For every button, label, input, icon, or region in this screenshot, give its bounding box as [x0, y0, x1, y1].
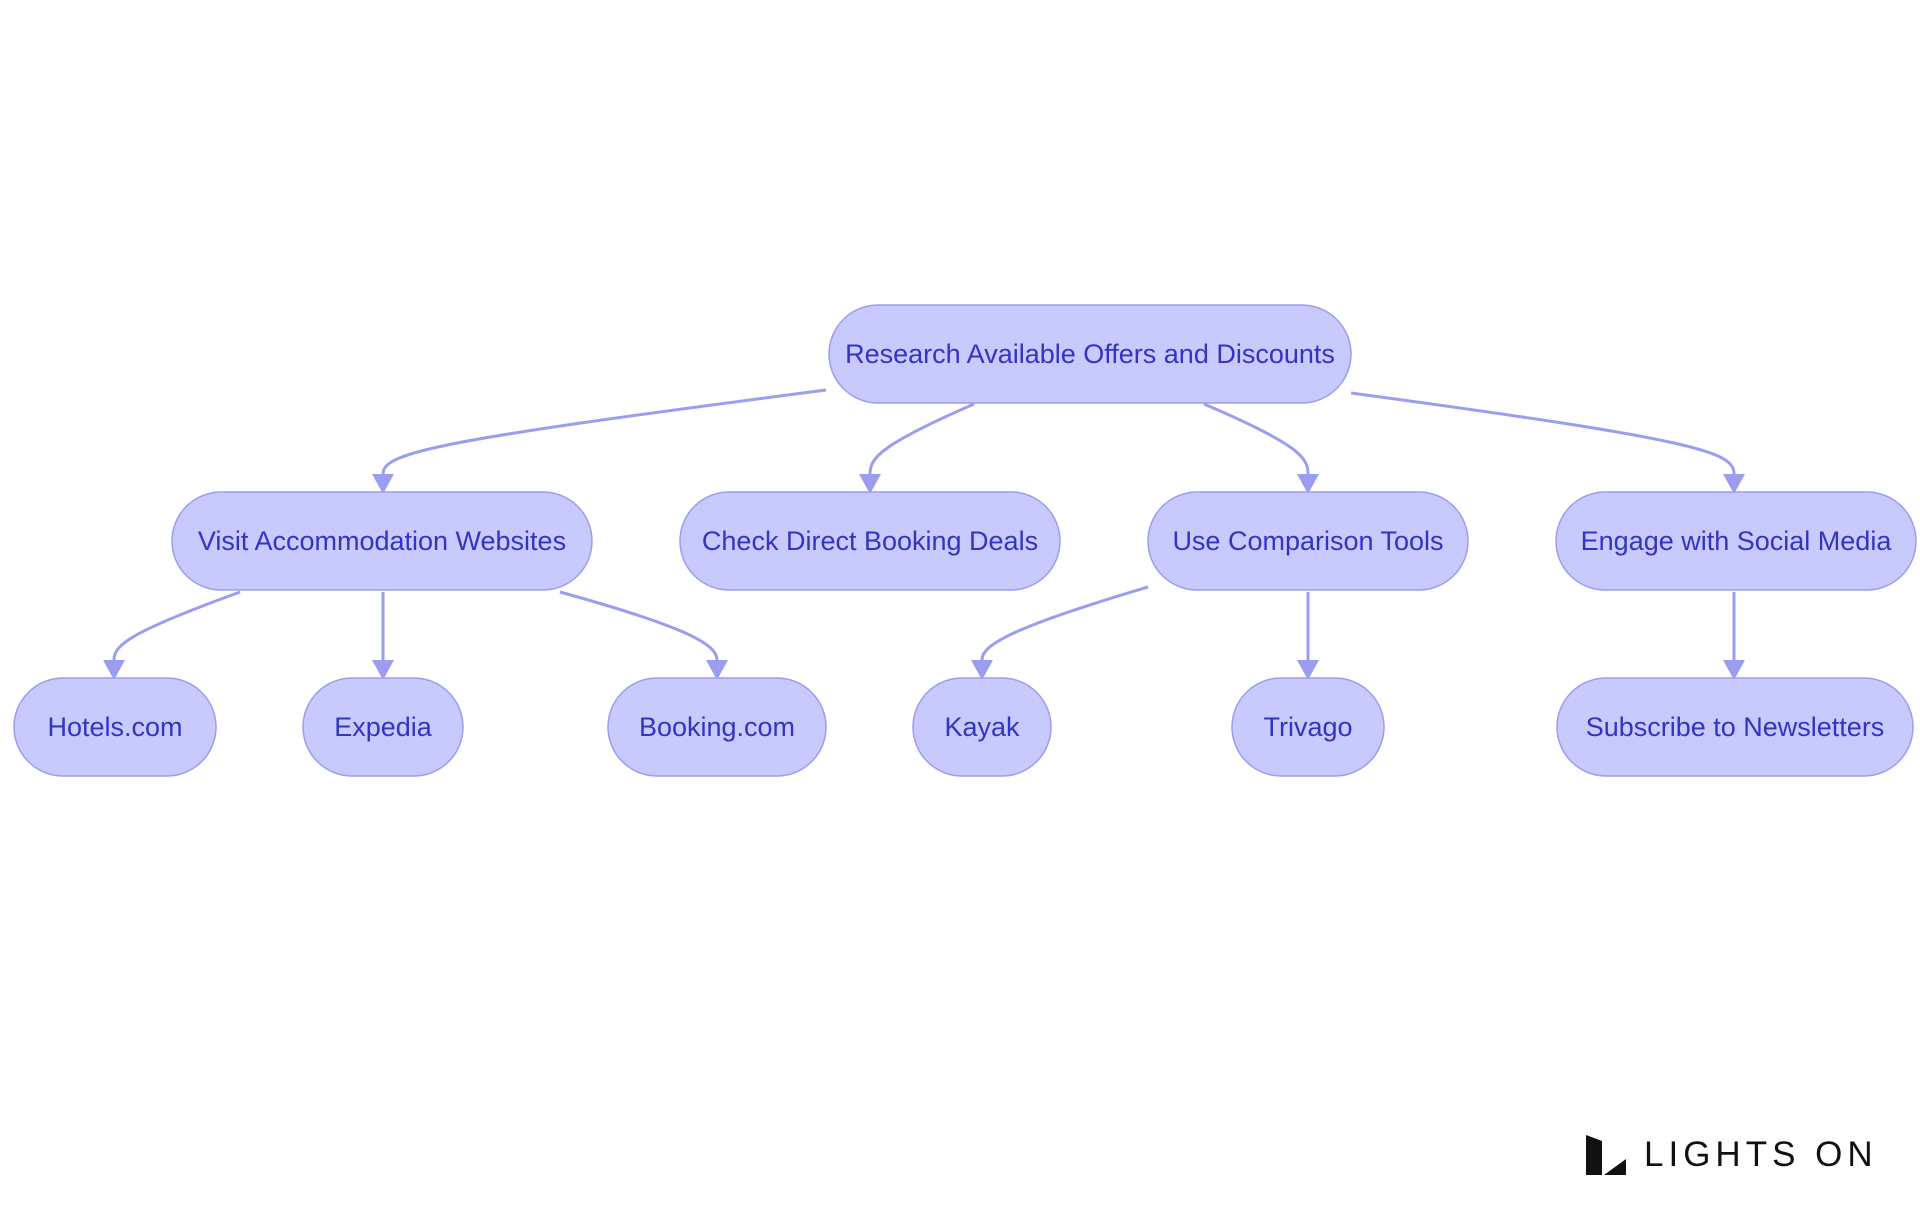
- arrow-head-icon: [103, 660, 125, 680]
- node-social: Engage with Social Media: [1555, 491, 1917, 591]
- arrow-head-icon: [1723, 660, 1745, 680]
- node-label: Kayak: [944, 712, 1020, 742]
- nodes-layer: Research Available Offers and DiscountsV…: [13, 304, 1917, 777]
- arrow-head-icon: [706, 660, 728, 680]
- node-label: Research Available Offers and Discounts: [845, 339, 1335, 369]
- arrow-head-icon: [372, 474, 394, 494]
- node-label: Expedia: [334, 712, 433, 742]
- node-shape: [302, 677, 464, 777]
- node-kayak: Kayak: [912, 677, 1052, 777]
- edge-line: [559, 590, 719, 661]
- edge-compare-to-trivago: [1297, 592, 1319, 680]
- node-shape: [912, 677, 1052, 777]
- node-label: Engage with Social Media: [1581, 526, 1893, 556]
- node-shape: [1556, 677, 1914, 777]
- edge-research-to-direct: [859, 402, 975, 494]
- edge-visit-to-expedia: [372, 592, 394, 680]
- edge-line: [381, 388, 827, 475]
- node-direct: Check Direct Booking Deals: [679, 491, 1061, 591]
- edges-layer: [103, 388, 1745, 680]
- edge-compare-to-kayak: [971, 585, 1149, 680]
- node-shape: [607, 677, 827, 777]
- node-shape: [1231, 677, 1385, 777]
- edge-line: [1350, 391, 1736, 475]
- lights-on-logo-icon: [1586, 1135, 1626, 1175]
- edge-research-to-compare: [1203, 402, 1319, 494]
- node-shape: [13, 677, 217, 777]
- arrow-head-icon: [971, 660, 993, 680]
- node-booking: Booking.com: [607, 677, 827, 777]
- brand-logo: LIGHTS ON: [1586, 1133, 1878, 1177]
- node-shape: [171, 491, 593, 591]
- edge-line: [980, 585, 1149, 661]
- node-label: Visit Accommodation Websites: [198, 526, 566, 556]
- node-label: Booking.com: [639, 712, 795, 742]
- node-label: Hotels.com: [47, 712, 182, 742]
- node-label: Trivago: [1263, 712, 1352, 742]
- arrow-head-icon: [859, 474, 881, 494]
- node-shape: [679, 491, 1061, 591]
- edge-visit-to-hotels: [103, 590, 241, 680]
- node-hotels: Hotels.com: [13, 677, 217, 777]
- arrow-head-icon: [1723, 474, 1745, 494]
- node-trivago: Trivago: [1231, 677, 1385, 777]
- edge-social-to-newsletters: [1723, 592, 1745, 680]
- edge-visit-to-booking: [559, 590, 728, 680]
- edge-research-to-social: [1350, 391, 1745, 494]
- node-compare: Use Comparison Tools: [1147, 491, 1469, 591]
- node-visit: Visit Accommodation Websites: [171, 491, 593, 591]
- edge-line: [1203, 402, 1310, 475]
- node-shape: [1555, 491, 1917, 591]
- edge-line: [112, 590, 241, 661]
- node-label: Use Comparison Tools: [1172, 526, 1443, 556]
- edge-research-to-visit: [372, 388, 827, 494]
- node-label: Subscribe to Newsletters: [1586, 712, 1885, 742]
- node-newsletters: Subscribe to Newsletters: [1556, 677, 1914, 777]
- edge-line: [868, 402, 975, 475]
- node-expedia: Expedia: [302, 677, 464, 777]
- node-shape: [1147, 491, 1469, 591]
- node-label: Check Direct Booking Deals: [702, 526, 1038, 556]
- node-research: Research Available Offers and Discounts: [828, 304, 1352, 404]
- arrow-head-icon: [372, 660, 394, 680]
- arrow-head-icon: [1297, 660, 1319, 680]
- arrow-head-icon: [1297, 474, 1319, 494]
- node-shape: [828, 304, 1352, 404]
- brand-name: LIGHTS ON: [1644, 1135, 1878, 1174]
